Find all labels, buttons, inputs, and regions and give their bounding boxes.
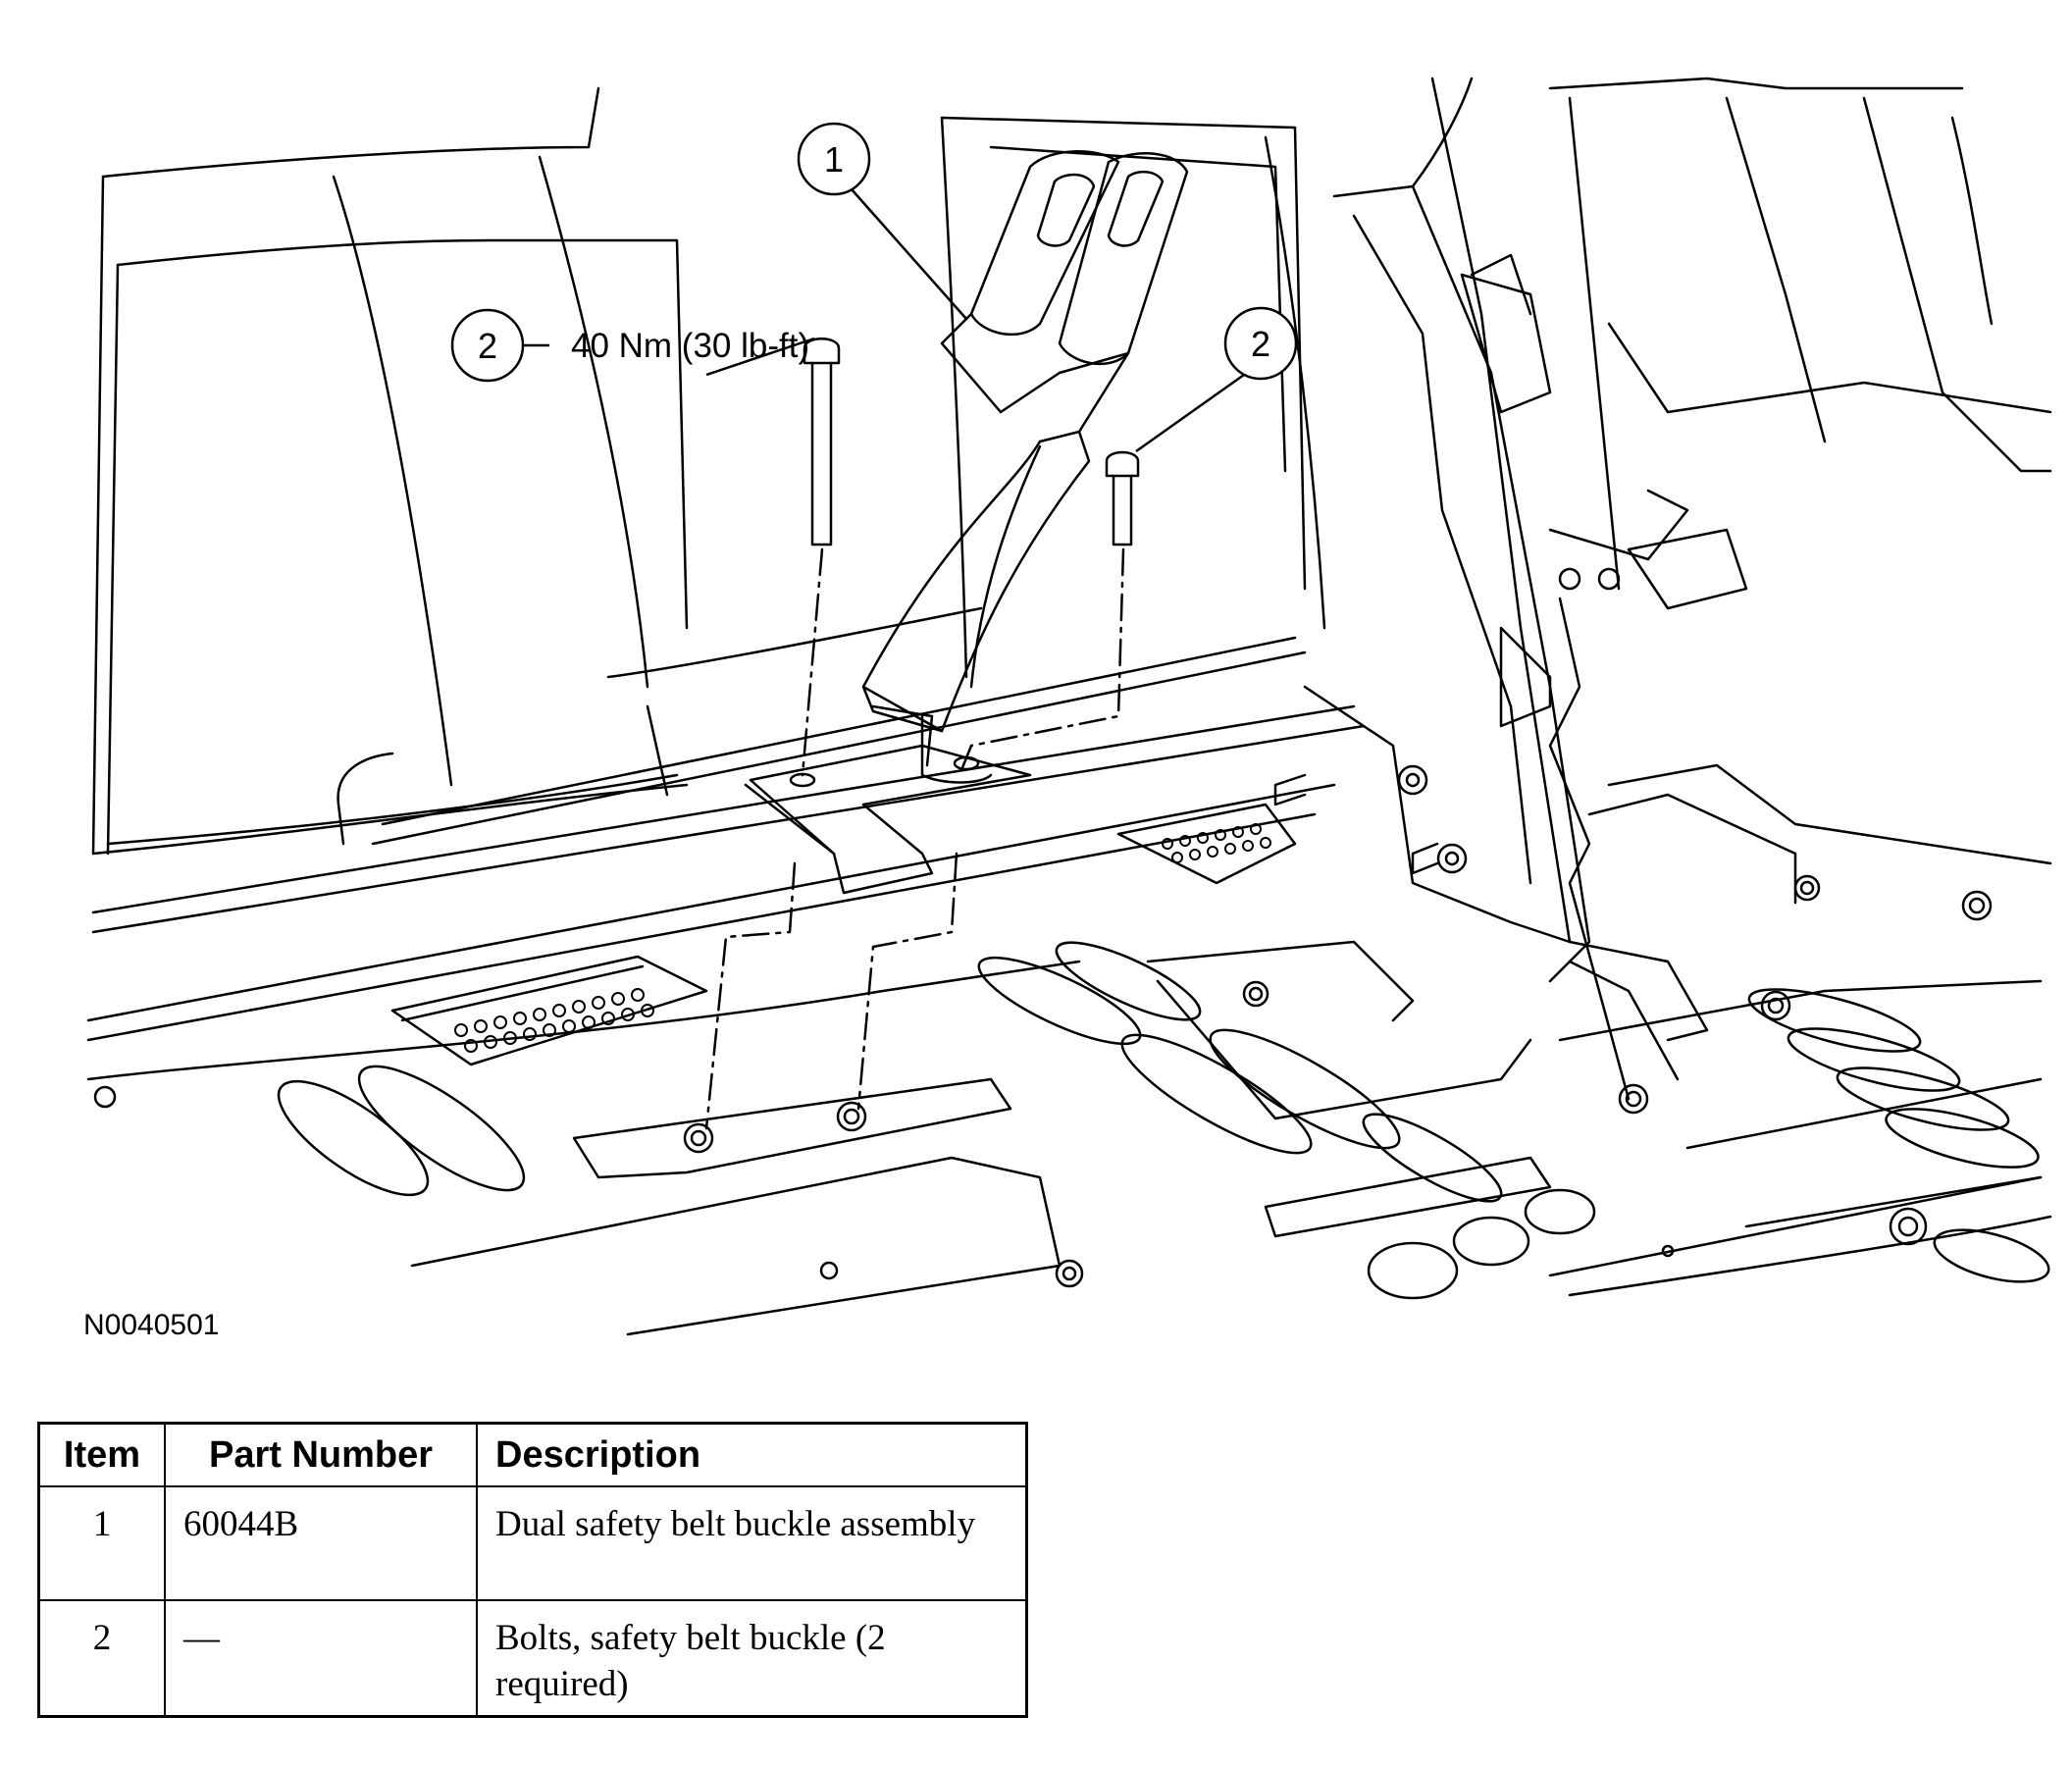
svg-text:2: 2 xyxy=(1251,324,1270,364)
floor-pan xyxy=(86,763,2052,1336)
callout-2-torque: 2 40 Nm (30 lb-ft) xyxy=(450,308,815,383)
row-part-number: 60044B xyxy=(164,1485,478,1601)
header-part-number: Part Number xyxy=(164,1422,478,1487)
left-seat-back xyxy=(91,86,1326,856)
row-part-number: — xyxy=(164,1599,478,1718)
perforated-pad-left xyxy=(390,955,708,1066)
callout-1: 1 xyxy=(797,122,967,320)
figure-code: N0040501 xyxy=(83,1309,219,1341)
row-description: Bolts, safety belt buckle (2 required) xyxy=(476,1599,1028,1718)
row-item: 2 xyxy=(37,1599,166,1718)
floor-rail xyxy=(86,606,1366,1042)
seat-belt-buckle-illustration: 1 2 40 Nm (30 lb-ft) 2 N0040501 xyxy=(83,77,2052,1341)
table-row: 1 60044B Dual safety belt buckle assembl… xyxy=(37,1485,1028,1601)
row-item: 1 xyxy=(37,1485,166,1601)
parts-table: Item Part Number Description 1 60044B Du… xyxy=(37,1422,1028,1718)
header-item: Item xyxy=(37,1422,166,1487)
torque-spec: 40 Nm (30 lb-ft) xyxy=(571,327,809,365)
svg-text:2: 2 xyxy=(478,326,497,366)
header-description: Description xyxy=(476,1422,1028,1487)
seat-hinge-structure xyxy=(1273,77,2052,1246)
row-description: Dual safety belt buckle assembly xyxy=(476,1485,1028,1601)
callout-2: 2 xyxy=(1135,306,1298,453)
bolt-right xyxy=(1105,450,1140,546)
perforated-pad-center xyxy=(1116,803,1297,885)
table-header-row: Item Part Number Description xyxy=(37,1422,1028,1487)
dual-buckle-assembly xyxy=(861,150,1189,733)
svg-text:1: 1 xyxy=(824,139,844,180)
install-guide-lines xyxy=(704,547,1125,1130)
table-row: 2 — Bolts, safety belt buckle (2 require… xyxy=(37,1599,1028,1718)
bolt-left xyxy=(803,338,841,546)
